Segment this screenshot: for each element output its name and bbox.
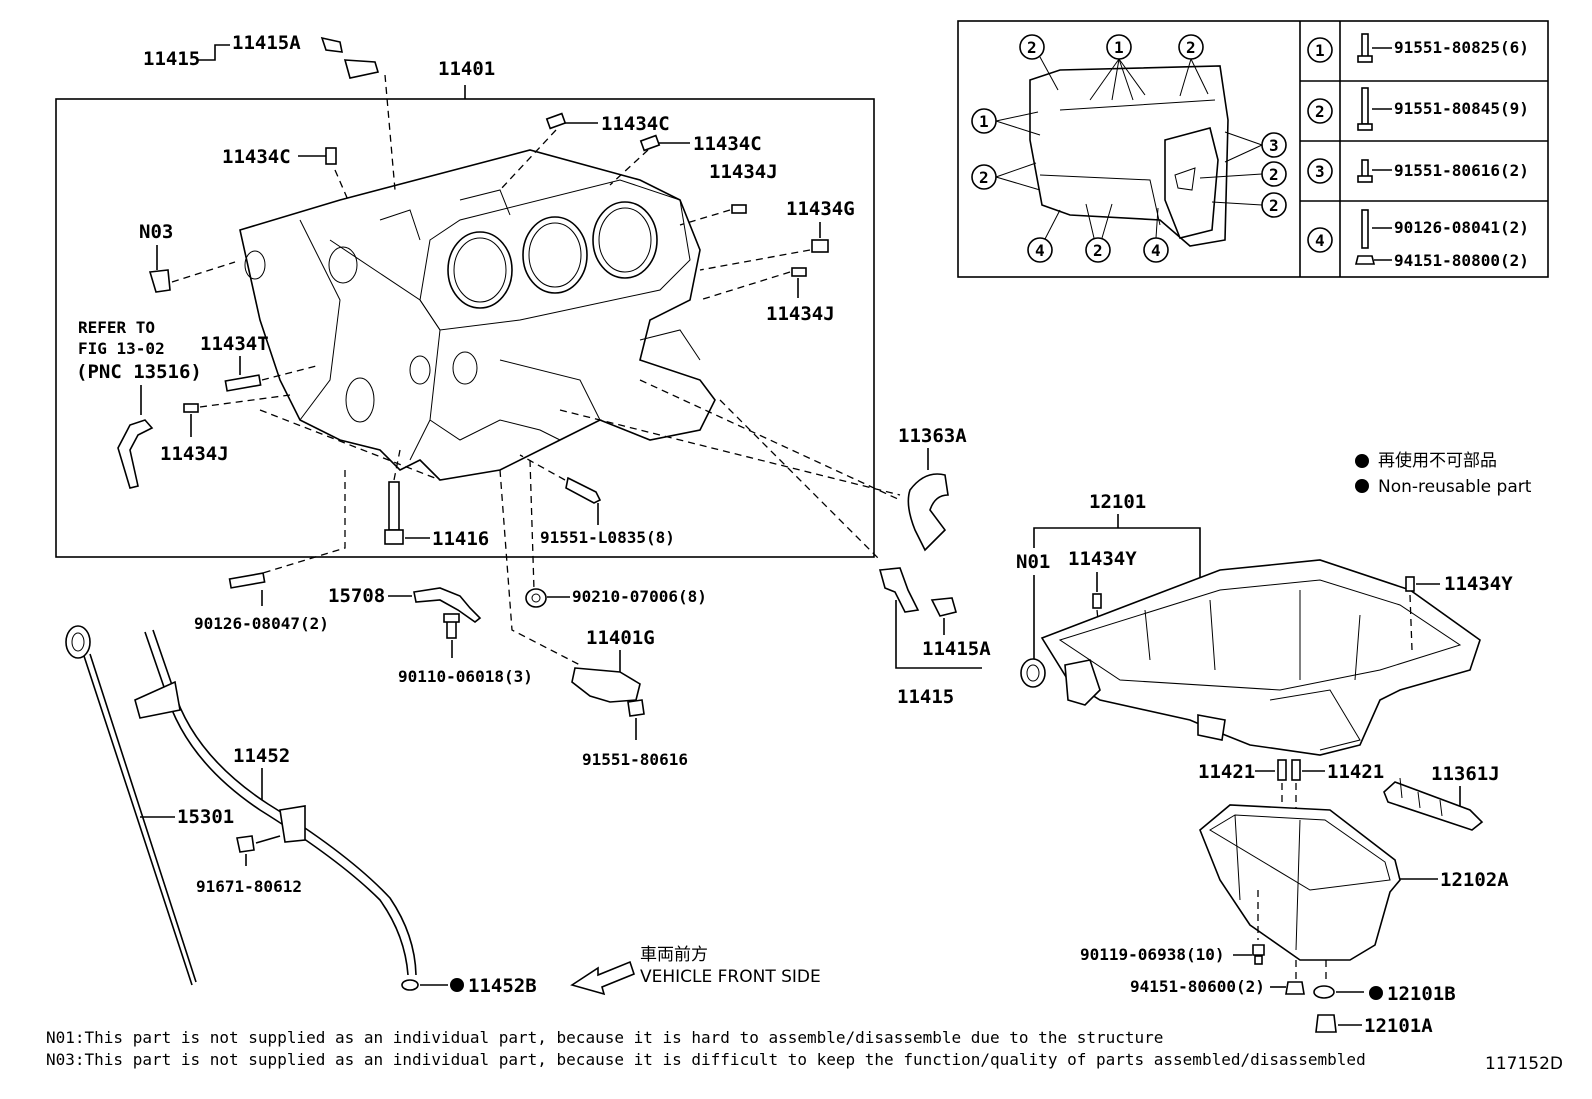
label-11434j-b[interactable]: 11434J — [766, 303, 835, 325]
label-11415a-right[interactable]: 11415A — [922, 638, 991, 660]
refer-line-1: REFER TO — [78, 318, 155, 337]
bolt-table-num: 3 — [1315, 162, 1325, 181]
label-11401[interactable]: 11401 — [438, 58, 495, 80]
label-11434c-c[interactable]: 11434C — [222, 146, 291, 168]
inset-callout: 2 — [1186, 38, 1196, 57]
inset-callout: 4 — [1035, 241, 1045, 260]
direction-en: VEHICLE FRONT SIDE — [640, 967, 821, 987]
label-11452b[interactable]: 11452B — [468, 975, 537, 997]
label-n01[interactable]: N01 — [1016, 551, 1050, 573]
label-11401g[interactable]: 11401G — [586, 627, 655, 649]
oil-pressure-switch-top — [320, 36, 396, 191]
label-91551-80616[interactable]: 91551-80616 — [582, 750, 688, 769]
legend-jp: 再使用不可部品 — [1378, 450, 1497, 471]
bolt-table-part[interactable]: 94151-80800(2) — [1394, 251, 1529, 270]
bolt-table-part[interactable]: 91551-80616(2) — [1394, 161, 1529, 180]
vehicle-front-arrow-icon — [570, 960, 635, 996]
inset-callout: 2 — [1093, 241, 1103, 260]
label-12102a[interactable]: 12102A — [1440, 869, 1509, 891]
label-11434c-a[interactable]: 11434C — [601, 113, 670, 135]
label-90210-07006[interactable]: 90210-07006(8) — [572, 587, 707, 606]
refer-line-2: FIG 13-02 — [78, 339, 165, 358]
inset-callout: 1 — [1114, 38, 1124, 57]
label-11434y-a[interactable]: 11434Y — [1068, 548, 1137, 570]
label-12101a[interactable]: 12101A — [1364, 1015, 1433, 1037]
oil-jet-15708 — [413, 587, 482, 624]
bolt-table-num: 1 — [1315, 41, 1325, 60]
label-90119-06938[interactable]: 90119-06938(10) — [1080, 945, 1225, 964]
label-11434c-b[interactable]: 11434C — [693, 133, 762, 155]
inset-callout: 1 — [979, 112, 989, 131]
refer-line-3: (PNC 13516) — [76, 361, 202, 383]
inset-callout: 2 — [1269, 196, 1279, 215]
label-11416[interactable]: 11416 — [432, 528, 489, 550]
note-n03: N03:This part is not supplied as an indi… — [46, 1050, 1366, 1069]
label-15301[interactable]: 15301 — [177, 806, 234, 828]
bolt-table-num: 2 — [1315, 102, 1325, 121]
oil-pan-lower — [1199, 804, 1401, 961]
dipstick-guide-11452 — [134, 629, 419, 991]
oil-seal-n01 — [1020, 658, 1046, 688]
label-11361j[interactable]: 11361J — [1431, 763, 1500, 785]
bolt-table-part[interactable]: 90126-08041(2) — [1394, 218, 1529, 237]
bolt-table-part[interactable]: 91551-80845(9) — [1394, 99, 1529, 118]
label-11363a[interactable]: 11363A — [898, 425, 967, 447]
label-90110-06018[interactable]: 90110-06018(3) — [398, 667, 533, 686]
bearing-cap — [907, 473, 949, 552]
bolt-location-inset: 2 1 2 1 2 3 2 2 4 2 — [957, 20, 1549, 278]
non-reusable-dot-icon — [1355, 454, 1369, 468]
cylinder-block-drawing — [239, 149, 716, 481]
oil-jet-tube — [117, 419, 154, 489]
label-11421-a[interactable]: 11421 — [1198, 761, 1255, 783]
label-15708[interactable]: 15708 — [328, 585, 385, 607]
label-11434j-a[interactable]: 11434J — [709, 161, 778, 183]
knock-sensor — [571, 667, 641, 703]
label-11415a-top[interactable]: 11415A — [232, 32, 301, 54]
label-n03[interactable]: N03 — [139, 221, 173, 243]
label-11415-top[interactable]: 11415 — [143, 48, 200, 70]
inset-callout: 4 — [1151, 241, 1161, 260]
label-91671-80612[interactable]: 91671-80612 — [196, 877, 302, 896]
drain-plug — [1315, 1014, 1337, 1033]
bolt-table-num: 4 — [1315, 231, 1325, 250]
inset-callout: 3 — [1269, 136, 1279, 155]
bolt-table-part[interactable]: 91551-80825(6) — [1394, 38, 1529, 57]
label-11434t[interactable]: 11434T — [200, 333, 269, 355]
label-12101b[interactable]: 12101B — [1387, 983, 1456, 1005]
label-11421-b[interactable]: 11421 — [1327, 761, 1384, 783]
oil-pan-upper — [1040, 559, 1481, 756]
label-94151-80600[interactable]: 94151-80600(2) — [1130, 977, 1265, 996]
dipstick-15301 — [65, 625, 197, 986]
inset-callout: 2 — [1269, 165, 1279, 184]
bolt-11416 — [384, 449, 404, 545]
inset-callout: 2 — [1027, 38, 1037, 57]
label-11434j-c[interactable]: 11434J — [160, 443, 229, 465]
non-reusable-marker-11452b — [450, 978, 464, 992]
label-11452[interactable]: 11452 — [233, 745, 290, 767]
figure-id: 117152D — [1485, 1054, 1563, 1074]
baffle-plate — [1383, 781, 1484, 831]
note-n01: N01:This part is not supplied as an indi… — [46, 1028, 1163, 1047]
inset-callout: 2 — [979, 168, 989, 187]
label-91551-l0835[interactable]: 91551-L0835(8) — [540, 528, 675, 547]
non-reusable-marker-12101b — [1369, 986, 1383, 1000]
legend: 再使用不可部品 Non-reusable part — [1355, 450, 1532, 497]
label-90126-08047[interactable]: 90126-08047(2) — [194, 614, 329, 633]
legend-en: Non-reusable part — [1378, 477, 1532, 497]
direction-jp: 車両前方 — [640, 945, 708, 965]
non-reusable-dot-icon — [1355, 479, 1369, 493]
label-12101[interactable]: 12101 — [1089, 491, 1146, 513]
bolt-table: 1 91551-80825(6) 2 91551-80845(9) 3 9155… — [1307, 33, 1529, 270]
label-11434g[interactable]: 11434G — [786, 198, 855, 220]
label-11415-right[interactable]: 11415 — [897, 686, 954, 708]
label-11434y-b[interactable]: 11434Y — [1444, 573, 1513, 595]
